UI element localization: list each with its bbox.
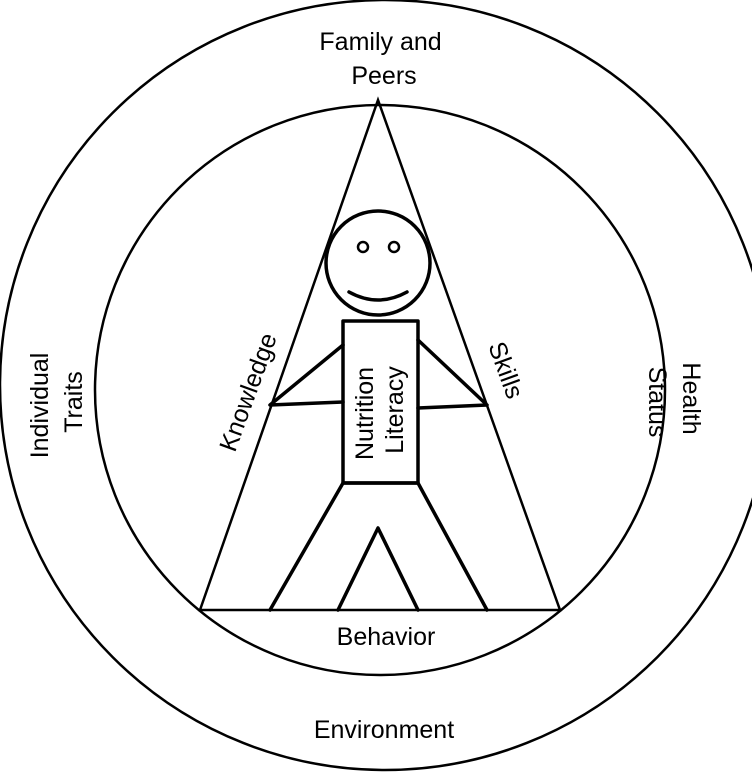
individual-traits-label: Individual Traits [26,346,88,459]
figure-right-eye [387,240,401,254]
figure-left-arm [268,343,345,407]
figure-head [324,209,432,317]
behavior-label: Behavior [337,623,436,651]
environment-label: Environment [314,716,454,744]
figure-legs [268,481,489,612]
figure-left-eye [356,240,370,254]
family-and-peers-label: Family and Peers [319,28,448,90]
figure-inner-legs [336,526,420,612]
figure-smile [347,290,409,302]
figure-right-arm [416,338,489,410]
stick-figure [268,209,489,612]
nutrition-literacy-label: Nutrition Literacy [351,360,409,460]
knowledge-label: Knowledge [214,329,283,455]
inner-ring [93,103,667,677]
knowledge-skills-triangle [198,96,562,612]
health-status-label: Health Status [643,362,705,441]
skills-label: Skills [482,338,528,402]
